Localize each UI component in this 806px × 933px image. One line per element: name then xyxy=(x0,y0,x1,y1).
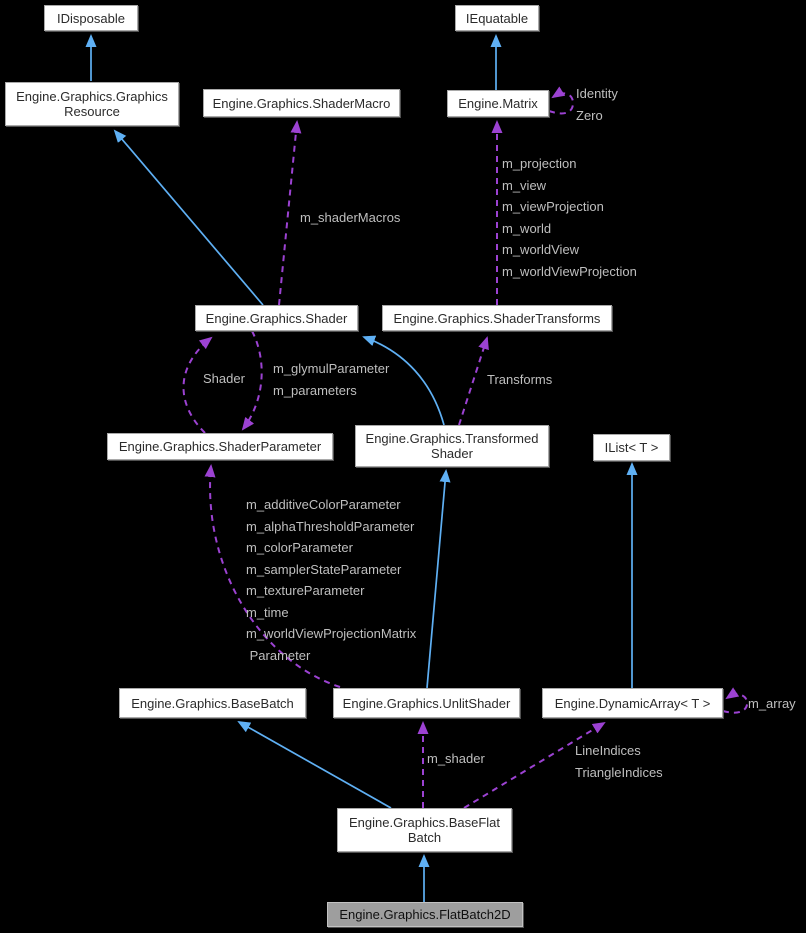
edge-usage-dynamicarray-self xyxy=(722,687,749,714)
edge-inherit-shader-graphicsresource xyxy=(113,129,264,306)
node-matrix[interactable]: Engine.Matrix xyxy=(447,90,549,117)
edge-inherit-unlitshader-transformedshader xyxy=(426,469,451,689)
node-shader-transforms[interactable]: Engine.Graphics.ShaderTransforms xyxy=(382,305,612,331)
node-ilist[interactable]: IList< T > xyxy=(593,434,670,461)
edge-usage-transformedshader-shadertransforms xyxy=(458,336,489,426)
edge-usage-shader-shaderparameter xyxy=(241,330,263,431)
edge-inherit-transformedshader-shader xyxy=(362,335,445,426)
node-shader[interactable]: Engine.Graphics.Shader xyxy=(195,305,358,331)
edge-inherit-baseflatbatch-basebatch xyxy=(237,721,392,809)
node-base-flat-batch[interactable]: Engine.Graphics.BaseFlat Batch xyxy=(337,808,512,852)
node-flat-batch-2d: Engine.Graphics.FlatBatch2D xyxy=(327,902,523,927)
node-graphics-resource[interactable]: Engine.Graphics.Graphics Resource xyxy=(5,82,179,126)
node-idisposable[interactable]: IDisposable xyxy=(44,5,138,31)
node-shader-macro[interactable]: Engine.Graphics.ShaderMacro xyxy=(203,89,400,117)
node-iequatable[interactable]: IEquatable xyxy=(455,5,539,31)
node-base-batch[interactable]: Engine.Graphics.BaseBatch xyxy=(119,688,306,718)
edge-usage-shaderparameter-shader xyxy=(182,336,213,434)
edge-usage-shader-shadermacro xyxy=(278,120,302,306)
edge-usage-unlitshader-shaderparameter xyxy=(204,464,341,688)
edge-usage-matrix-self xyxy=(548,86,575,115)
node-transformed-shader[interactable]: Engine.Graphics.Transformed Shader xyxy=(355,425,549,467)
node-unlit-shader[interactable]: Engine.Graphics.UnlitShader xyxy=(333,688,520,718)
node-dynamic-array[interactable]: Engine.DynamicArray< T > xyxy=(542,688,723,718)
edge-usage-baseflatbatch-dynamicarray xyxy=(463,721,606,809)
node-shader-parameter[interactable]: Engine.Graphics.ShaderParameter xyxy=(107,433,333,460)
